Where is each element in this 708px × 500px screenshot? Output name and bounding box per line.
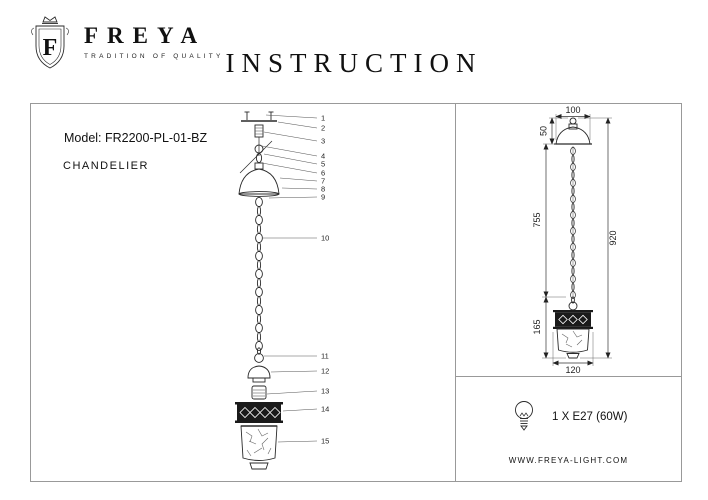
mount-bracket: [241, 111, 277, 122]
dim-label-canopy-height: 50: [539, 126, 549, 136]
model-label: Model: FR2200-PL-01-BZ: [64, 131, 208, 145]
part-number: 5: [321, 160, 325, 169]
leader-lines: [261, 114, 318, 443]
brand-name: FREYA: [84, 23, 207, 48]
website: WWW.FREYA-LIGHT.COM: [508, 456, 629, 465]
exploded-view-panel: Model: FR2200-PL-01-BZ CHANDELIER: [31, 104, 456, 481]
part-number: 15: [321, 437, 329, 446]
spec-panel: 1 X E27 (60W) WWW.FREYA-LIGHT.COM: [456, 377, 681, 481]
part-number: 10: [321, 234, 329, 243]
bulb-icon: [515, 401, 533, 431]
threaded-stud: [254, 124, 264, 138]
logo-initial: F: [43, 35, 58, 61]
dim-label-chain-length: 755: [532, 212, 542, 227]
supply-wire: [239, 140, 273, 174]
dimensions-panel: 100 50 755 1: [456, 104, 681, 377]
part-number: 1: [321, 114, 325, 123]
dimension-drawing: 100 50 755 1: [532, 105, 618, 375]
dim-label-shade-width: 120: [565, 365, 580, 375]
part-number: 8: [321, 185, 325, 194]
part-number: 2: [321, 124, 325, 133]
brand-tagline: TRADITION OF QUALITY: [84, 53, 224, 60]
dim-shade-width: 120: [552, 332, 594, 375]
socket-cup: [247, 365, 271, 383]
part-number: 6: [321, 169, 325, 178]
dim-canopy-height: 50: [539, 117, 568, 145]
dim-total-height: 920: [578, 117, 618, 359]
lamp-socket: [251, 385, 267, 400]
part-number: 13: [321, 387, 329, 396]
dim-label-total-height: 920: [608, 230, 618, 245]
canopy: [238, 162, 280, 197]
content-frame: Model: FR2200-PL-01-BZ CHANDELIER: [30, 103, 682, 482]
lamp-spec: 1 X E27 (60W): [552, 411, 628, 423]
dim-label-shade-height: 165: [532, 319, 542, 334]
part-number: 9: [321, 193, 325, 202]
exploded-view-diagram: 1 2 3 4 5 6 7 8 9 10 11 12 13 14 15: [235, 111, 329, 470]
product-type-label: CHANDELIER: [63, 160, 149, 172]
freya-shield-icon: F: [31, 16, 69, 69]
ornate-band: [235, 402, 283, 423]
dim-top-width: 100: [555, 105, 591, 140]
chain: [255, 196, 263, 352]
part-number: 12: [321, 367, 329, 376]
part-numbers: 1 2 3 4 5 6 7 8 9 10 11 12 13 14 15: [321, 114, 329, 446]
ball-connector: [254, 347, 264, 363]
page-title: INSTRUCTION: [225, 48, 483, 78]
part-number: 14: [321, 405, 329, 414]
part-number: 3: [321, 137, 325, 146]
dim-label-top-width: 100: [565, 105, 580, 115]
part-number: 4: [321, 152, 325, 161]
glass-shade: [240, 425, 278, 470]
dim-shade-height: 165: [532, 296, 566, 359]
part-number: 11: [321, 352, 329, 361]
logo-text: FREYA TRADITION OF QUALITY: [84, 24, 223, 60]
freya-logo: F FREYA TRADITION OF QUALITY: [28, 14, 223, 72]
pendant-outline: [553, 117, 593, 359]
dim-chain-length: 755: [532, 143, 566, 298]
part-number: 7: [321, 177, 325, 186]
